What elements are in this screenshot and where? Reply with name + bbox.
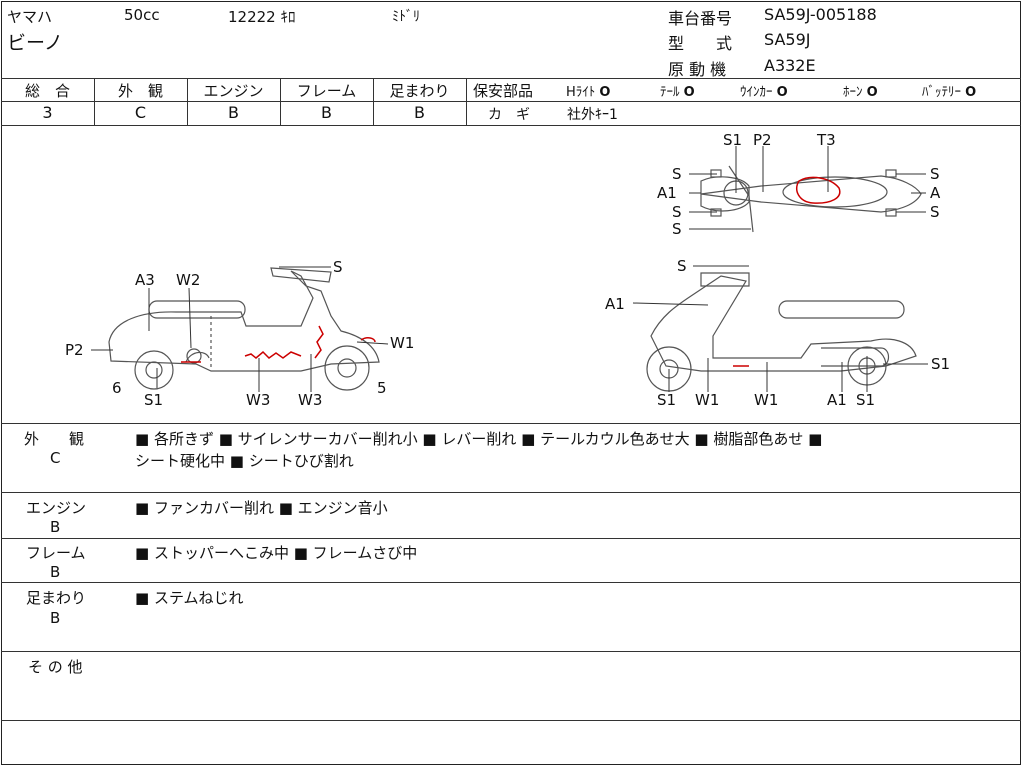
divider bbox=[467, 101, 1021, 102]
damage-marks bbox=[181, 176, 841, 367]
remark-grade-suspension: B bbox=[50, 609, 61, 627]
diagram-label: A1 bbox=[605, 295, 625, 313]
remark-text-exterior-2: シート硬化中 ■ シートひび割れ bbox=[135, 452, 354, 470]
safety-item-winker: ｳｲﾝｶｰ O bbox=[740, 85, 788, 100]
safety-item-battery: ﾊﾞｯﾃﾘｰ O bbox=[922, 85, 977, 100]
divider bbox=[373, 78, 374, 125]
diagram-label: T3 bbox=[816, 131, 836, 149]
divider bbox=[1, 423, 1021, 424]
frame-no-label: 車台番号 bbox=[668, 9, 733, 28]
mileage: 12222 ｷﾛ bbox=[228, 8, 296, 26]
remark-text-suspension: ■ ステムねじれ bbox=[135, 589, 244, 607]
engine-value: A332E bbox=[764, 56, 816, 75]
divider bbox=[1, 125, 1021, 126]
diagram-label: W3 bbox=[246, 391, 270, 409]
diagram-label: W1 bbox=[754, 391, 778, 409]
remark-label-exterior: 外 観 bbox=[24, 430, 85, 448]
divider bbox=[1, 720, 1021, 721]
grade-engine: B bbox=[228, 103, 239, 122]
remark-label-engine: エンジン bbox=[26, 499, 87, 517]
model-name: ビーノ bbox=[7, 32, 63, 54]
key-label: カ ギ bbox=[488, 107, 530, 123]
remark-text-frame: ■ ストッパーへこみ中 ■ フレームさび中 bbox=[135, 544, 418, 562]
divider bbox=[94, 78, 95, 125]
diagram-label: S1 bbox=[856, 391, 875, 409]
diagram-label: S bbox=[672, 203, 682, 221]
grade-suspension-label: 足まわり bbox=[389, 82, 450, 100]
divider bbox=[466, 78, 467, 125]
divider bbox=[1, 582, 1021, 583]
displacement: 50cc bbox=[124, 6, 160, 24]
diagram-label: S1 bbox=[144, 391, 163, 409]
grade-suspension: B bbox=[414, 103, 425, 122]
key-value: 社外ｷｰ1 bbox=[567, 107, 618, 123]
diagram-label: S bbox=[672, 220, 682, 238]
diagram-label: A1 bbox=[657, 184, 677, 202]
scooter-left-view bbox=[108, 267, 380, 391]
remark-text-exterior: ■ 各所きず ■ サイレンサーカバー削れ小 ■ レバー削れ ■ テールカウル色あ… bbox=[135, 430, 823, 448]
divider bbox=[280, 78, 281, 125]
remark-grade-engine: B bbox=[50, 518, 61, 536]
divider bbox=[1, 78, 1021, 79]
remark-label-frame: フレーム bbox=[26, 544, 86, 562]
diagram-label: P2 bbox=[753, 131, 772, 149]
frame-no: SA59J-005188 bbox=[764, 5, 877, 24]
diagram-label: S bbox=[672, 165, 682, 183]
diagram-label: 5 bbox=[377, 379, 387, 397]
divider bbox=[1, 492, 1021, 493]
safety-item-headlight: Hﾗｲﾄ O bbox=[566, 85, 611, 100]
maker: ヤマハ bbox=[7, 8, 53, 26]
diagram-label: W1 bbox=[390, 334, 414, 352]
grade-total-label: 総 合 bbox=[24, 82, 70, 100]
diagram-label: S bbox=[930, 165, 940, 183]
diagram-label: S1 bbox=[931, 355, 950, 373]
divider bbox=[1, 101, 467, 102]
diagram-label: 6 bbox=[112, 379, 122, 397]
type-value: SA59J bbox=[764, 30, 811, 49]
grade-frame: B bbox=[321, 103, 332, 122]
remark-grade-exterior: C bbox=[50, 449, 61, 467]
diagram-label: W1 bbox=[695, 391, 719, 409]
grade-total: 3 bbox=[42, 103, 53, 122]
remark-label-suspension: 足まわり bbox=[26, 589, 87, 607]
grade-engine-label: エンジン bbox=[203, 82, 264, 100]
diagram-label: A bbox=[930, 184, 941, 202]
color: ﾐﾄﾞﾘ bbox=[392, 9, 420, 25]
damage-diagram: S1 P2 T3 S S A1 A S S S S A3 W2 W1 P2 6 … bbox=[65, 131, 950, 409]
diagram-label: W2 bbox=[176, 271, 200, 289]
diagram-label: S bbox=[677, 257, 687, 275]
leader-lines bbox=[91, 146, 928, 392]
engine-label: 原 動 機 bbox=[668, 60, 727, 79]
diagram-label: A3 bbox=[135, 271, 155, 289]
diagram-label: P2 bbox=[65, 341, 84, 359]
remark-grade-frame: B bbox=[50, 563, 61, 581]
diagram-label: S1 bbox=[723, 131, 742, 149]
grade-exterior-label: 外 観 bbox=[117, 82, 163, 100]
scooter-right-view bbox=[646, 272, 917, 392]
safety-item-horn: ﾎｰﾝ O bbox=[843, 85, 878, 100]
scooter-top-view bbox=[700, 165, 922, 233]
grade-exterior: C bbox=[134, 103, 147, 122]
type-label: 型 式 bbox=[668, 34, 733, 53]
grade-frame-label: フレーム bbox=[296, 82, 357, 100]
safety-label: 保安部品 bbox=[473, 82, 534, 100]
safety-item-tail: ﾃｰﾙ O bbox=[660, 85, 695, 100]
divider bbox=[1, 651, 1021, 652]
diagram-label: S1 bbox=[657, 391, 676, 409]
diagram-label: S bbox=[333, 258, 343, 276]
divider bbox=[187, 78, 188, 125]
remark-text-engine: ■ ファンカバー削れ ■ エンジン音小 bbox=[135, 499, 388, 517]
diagram-label: A1 bbox=[827, 391, 847, 409]
remark-label-other: そ の 他 bbox=[28, 658, 83, 676]
diagram-label: W3 bbox=[298, 391, 322, 409]
diagram-label: S bbox=[930, 203, 940, 221]
divider bbox=[1, 538, 1021, 539]
